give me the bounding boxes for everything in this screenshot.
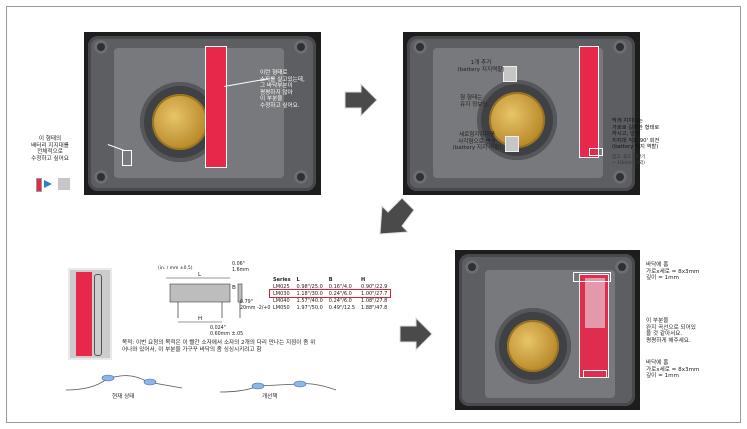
- dim-b-label: B: [232, 285, 236, 291]
- dim-top-right: 0.06" 1.6mm: [232, 262, 249, 273]
- table-row: LM025 0.98"/25.0 0.16"/4.0 0.90"/22.9: [273, 283, 388, 290]
- table-row-highlighted: LM030 1.18"/30.0 0.24"/6.0 1.00"/27.7: [268, 289, 392, 298]
- grey-pad-top: [503, 66, 517, 82]
- caption-improved: 개선책: [262, 394, 278, 400]
- spec-table: Series L B H LM025 0.98"/25.0 0.16"/4.0 …: [268, 276, 392, 311]
- component-drawing: [166, 277, 243, 323]
- table-row: LM050 1.97"/50.0 0.49"/12.5 1.88"/47.8: [273, 304, 388, 311]
- dim-h-label: H: [198, 316, 203, 322]
- table-row: LM040 1.57"/40.0 0.24"/6.0 1.08"/27.8: [273, 297, 388, 304]
- panel3-label-top: 바닥에 홈 가로x세로 = 8x3mm 깊이 = 1mm: [646, 262, 700, 282]
- panel1-callout-right: 이런 형태로 소자를 살고있는데, 그 바닥부분이 평평하지 않아 이 부분을 …: [260, 70, 305, 109]
- legend-blue-arrow-icon: [44, 180, 52, 188]
- panel1-callout-left: 이 형태의 배터리 지지대를 전체적으로 수정하고 싶어요: [31, 136, 69, 162]
- arrow-right-icon: [344, 82, 378, 118]
- photo-panel-2: [403, 32, 640, 195]
- dim-l-label: L: [198, 272, 202, 278]
- photo-panel-1: [84, 32, 321, 195]
- panel3-label-bottom: 바닥에 홈 가로x세로 = 8x3mm 깊이 = 1mm: [646, 360, 700, 380]
- panel3-label-mid: 이 부분을 완지 곡선으로 되어있 을 것 같아서요. 평평하게 해주세요.: [646, 318, 696, 344]
- red-element: [205, 46, 227, 168]
- arrow-down-left-icon: [379, 198, 415, 235]
- diagram-unit-note: (in. / mm ±0.5): [158, 266, 193, 271]
- legend-grey-swatch: [58, 178, 70, 190]
- dim-bottom: 0.024" 0.60mm ±.05: [210, 326, 244, 337]
- table-header: Series: [273, 276, 291, 283]
- legend-red-swatch: [36, 178, 42, 192]
- panel2-label-right: 막게 지지대는 가로로 길쭉한 형태로 하시고, 단자 지지대 각도 90' 회…: [612, 118, 660, 151]
- panel2-label-bottom: 세로형지지대를 사각형으로 변경 (battery 지지 역할): [452, 132, 502, 152]
- caption-current: 현재 상태: [112, 394, 135, 400]
- panel2-label-mid: 형 형태는 유지 정보임.: [460, 95, 490, 108]
- panel2-label-right-note: 참고. 들도 하단기 ~ 10mm (내외): [612, 155, 646, 166]
- sketch-improved: [219, 380, 337, 393]
- panel2-label-top: 1개 추가 (battery 지지역할): [457, 60, 505, 73]
- table-header: B: [328, 276, 333, 283]
- arrow-right-icon-2: [399, 316, 433, 352]
- dim-right-small: 0.79" 20mm -2/+0: [240, 300, 271, 311]
- purpose-text: 목적: 이번 요청의 목적은 이 빨간 소자에서 소자의 2개의 다리 만나는 …: [122, 340, 316, 353]
- table-header: L: [296, 276, 300, 283]
- sketch-current-state: [65, 374, 183, 391]
- photo-panel-3: [455, 250, 640, 410]
- grey-pad-bottom: [505, 136, 519, 152]
- component-photo: [68, 268, 112, 360]
- table-header: H: [361, 276, 366, 283]
